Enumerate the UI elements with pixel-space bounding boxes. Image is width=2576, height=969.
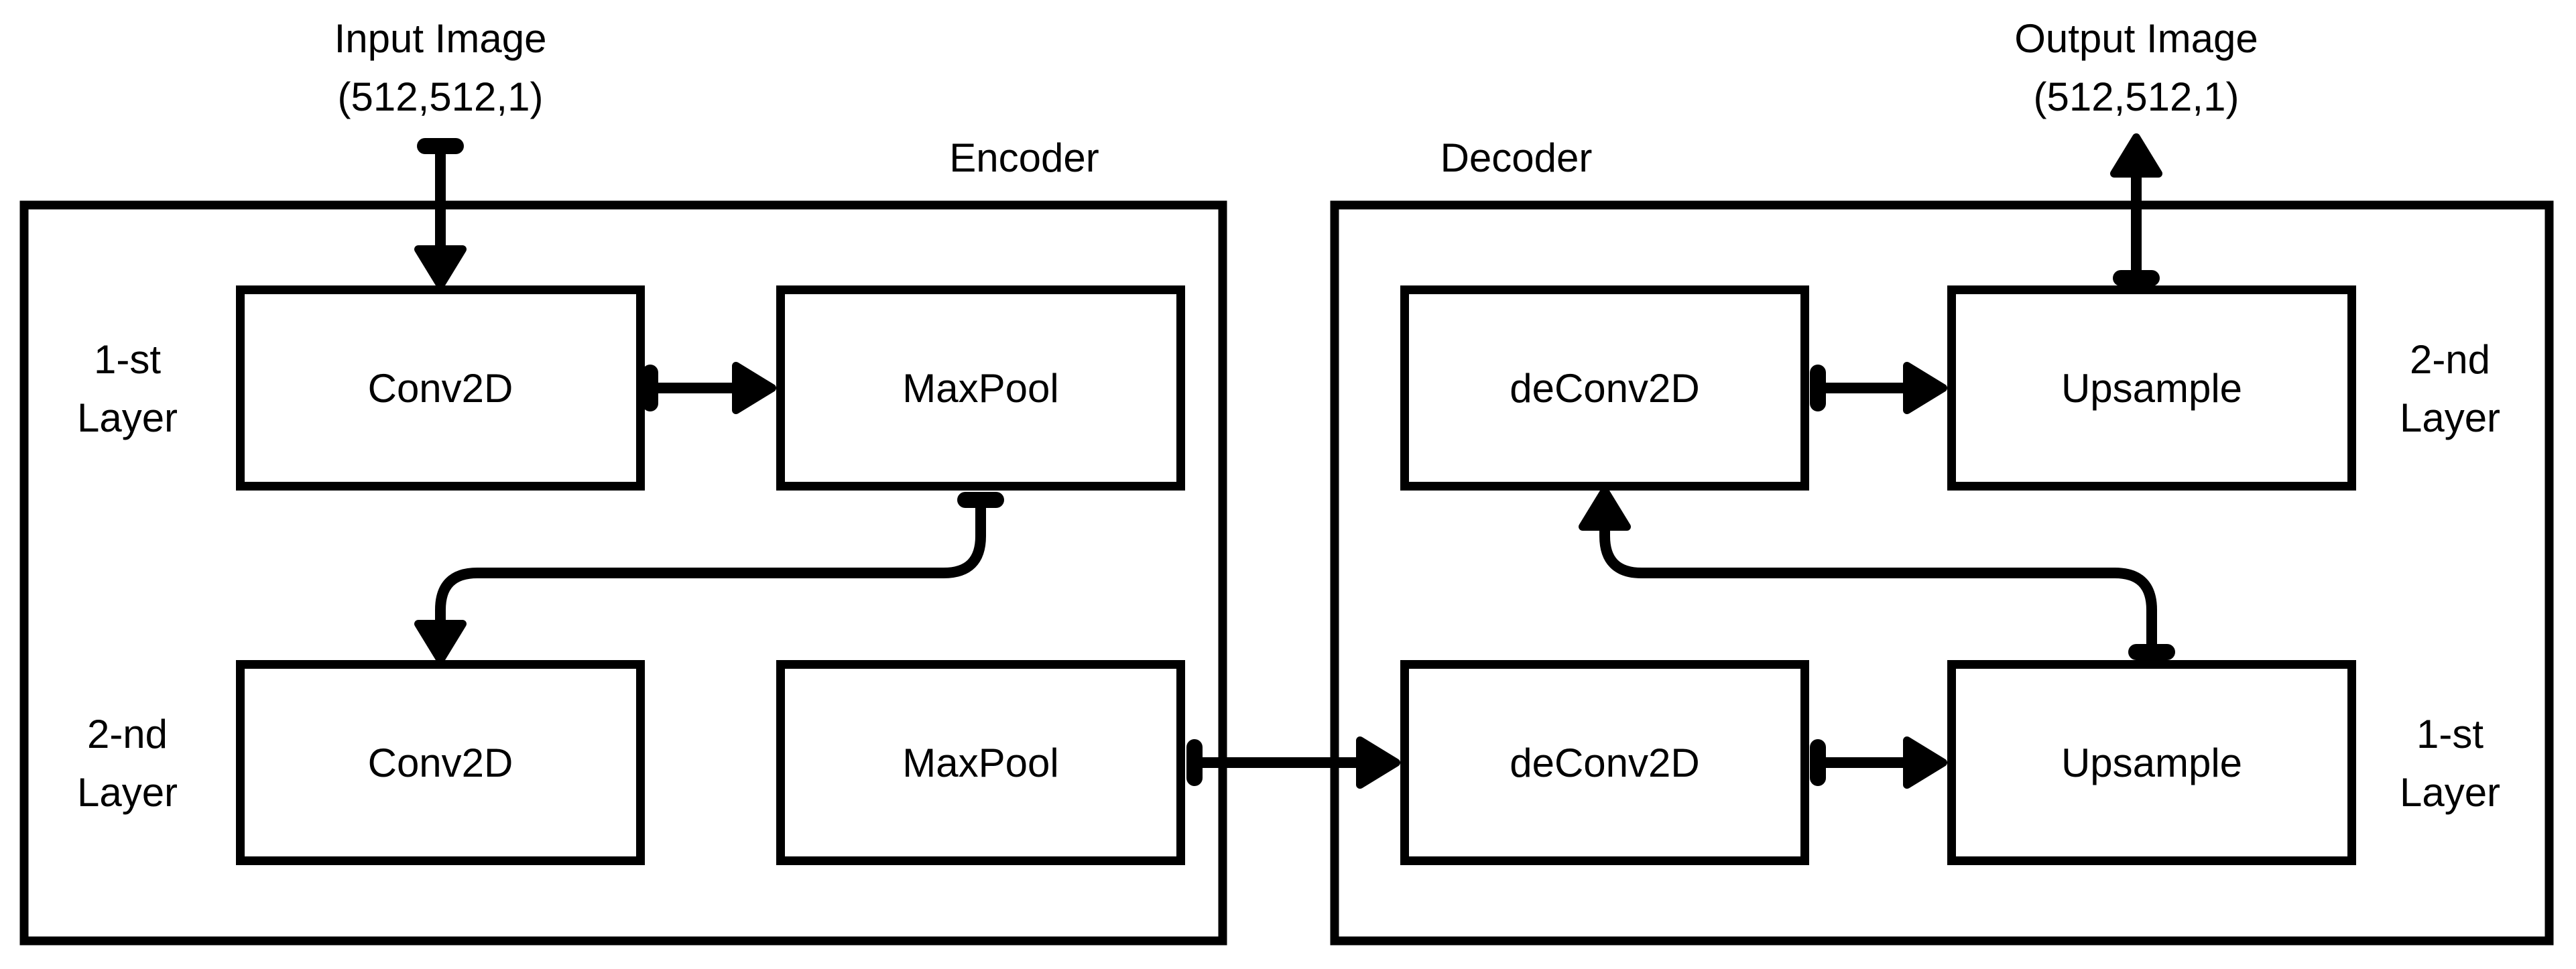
decoder-layer2-label-line1: 2-nd: [2410, 337, 2490, 382]
encoder-layer2-label-line1: 2-nd: [87, 712, 168, 757]
encoder-title: Encoder: [949, 135, 1099, 180]
encoder-layer2-label-line2: Layer: [77, 770, 178, 815]
decoder-deconv2d-l1-box: [1400, 660, 1809, 865]
decoder-upsample1-to-deconv2-arrow: [1579, 487, 2175, 660]
bottleneck-arrow-head: [1356, 736, 1400, 789]
input-image-label-line1: Input Image: [334, 16, 547, 61]
encoder-maxpool-1-label: MaxPool: [902, 366, 1058, 411]
decoder-l1-arrow-head: [1903, 736, 1947, 789]
encoder-conv2d-1-label: Conv2D: [368, 366, 513, 411]
decoder-deconv2d-l1-label: deConv2D: [1510, 740, 1700, 785]
decoder-scurve-shaft: [1599, 526, 2157, 652]
decoder-l2-arrow-head: [1903, 362, 1947, 414]
output-image-label-line1: Output Image: [2014, 16, 2258, 61]
decoder-deconv2d-l2-box: [1400, 285, 1809, 491]
input-arrow: [414, 138, 467, 289]
input-arrow-head: [414, 245, 467, 289]
encoder-layer1-label-line2: Layer: [77, 395, 178, 440]
decoder-title: Decoder: [1440, 135, 1593, 180]
encoder-conv2d-2-box: [236, 660, 645, 865]
decoder-scurve-head: [1579, 487, 1631, 531]
output-arrow-head: [2110, 133, 2162, 178]
encoder-maxpool-2-label: MaxPool: [902, 740, 1058, 785]
encoder-to-decoder-arrow: [1186, 736, 1400, 789]
decoder-upsample-l1-box: [1947, 660, 2356, 865]
decoder-upsample-l1-label: Upsample: [2061, 740, 2242, 785]
decoder-l2-deconv-to-upsample-arrow: [1810, 362, 1947, 414]
decoder-deconv2d-l2-label: deConv2D: [1510, 366, 1700, 411]
encoder-conv2d-1-box: [236, 285, 645, 491]
decoder-layer1-label-line1: 1-st: [2416, 712, 2483, 757]
encoder-scurve-shaft: [435, 500, 986, 626]
decoder-upsample-l2-box: [1947, 285, 2356, 491]
output-arrow: [2110, 133, 2162, 286]
encoder-l1-conv-to-maxpool-arrow: [642, 362, 776, 414]
decoder-upsample-l2-label: Upsample: [2061, 366, 2242, 411]
encoder-maxpool-2-box: [776, 660, 1185, 865]
output-image-label-line2: (512,512,1): [2034, 74, 2240, 119]
decoder-l1-deconv-to-upsample-arrow: [1810, 736, 1947, 789]
encoder-l1-arrow-head: [732, 362, 776, 414]
encoder-scurve-head: [414, 620, 467, 664]
encoder-layer1-label-line1: 1-st: [94, 337, 161, 382]
decoder-layer1-label-line2: Layer: [2400, 770, 2500, 815]
encoder-conv2d-2-label: Conv2D: [368, 740, 513, 785]
encoder-maxpool1-to-conv2-arrow: [414, 492, 1004, 664]
input-image-label-line2: (512,512,1): [338, 74, 544, 119]
encoder-maxpool-1-box: [776, 285, 1185, 491]
decoder-layer2-label-line2: Layer: [2400, 395, 2500, 440]
